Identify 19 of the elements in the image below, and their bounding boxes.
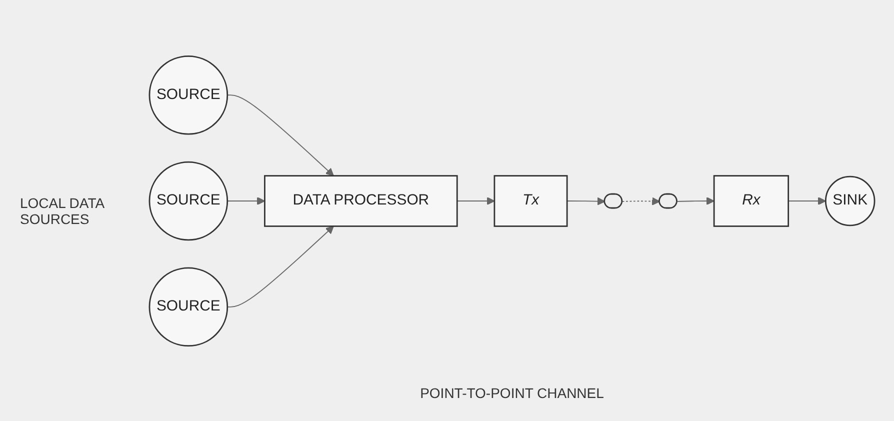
node-arc [658, 192, 678, 208]
arrow [226, 196, 266, 205]
group-label: POINT-TO-POINT CHANNEL [420, 384, 604, 400]
node-circle: SOURCE [148, 160, 228, 240]
arrow [226, 225, 334, 307]
node-arc [604, 192, 623, 208]
node-box: Rx [713, 174, 790, 226]
node-circle: SINK [824, 175, 876, 226]
arrow [622, 196, 660, 205]
node-box: DATA PROCESSOR [264, 174, 458, 226]
node-box: Tx [494, 174, 568, 226]
arrow [566, 196, 606, 205]
group-label: LOCAL DATA SOURCES [20, 194, 106, 226]
arrow [226, 94, 334, 176]
arrow [676, 196, 714, 205]
arrow [456, 196, 495, 205]
arrow [788, 196, 826, 205]
node-circle: SOURCE [148, 266, 228, 346]
node-circle: SOURCE [148, 54, 228, 134]
